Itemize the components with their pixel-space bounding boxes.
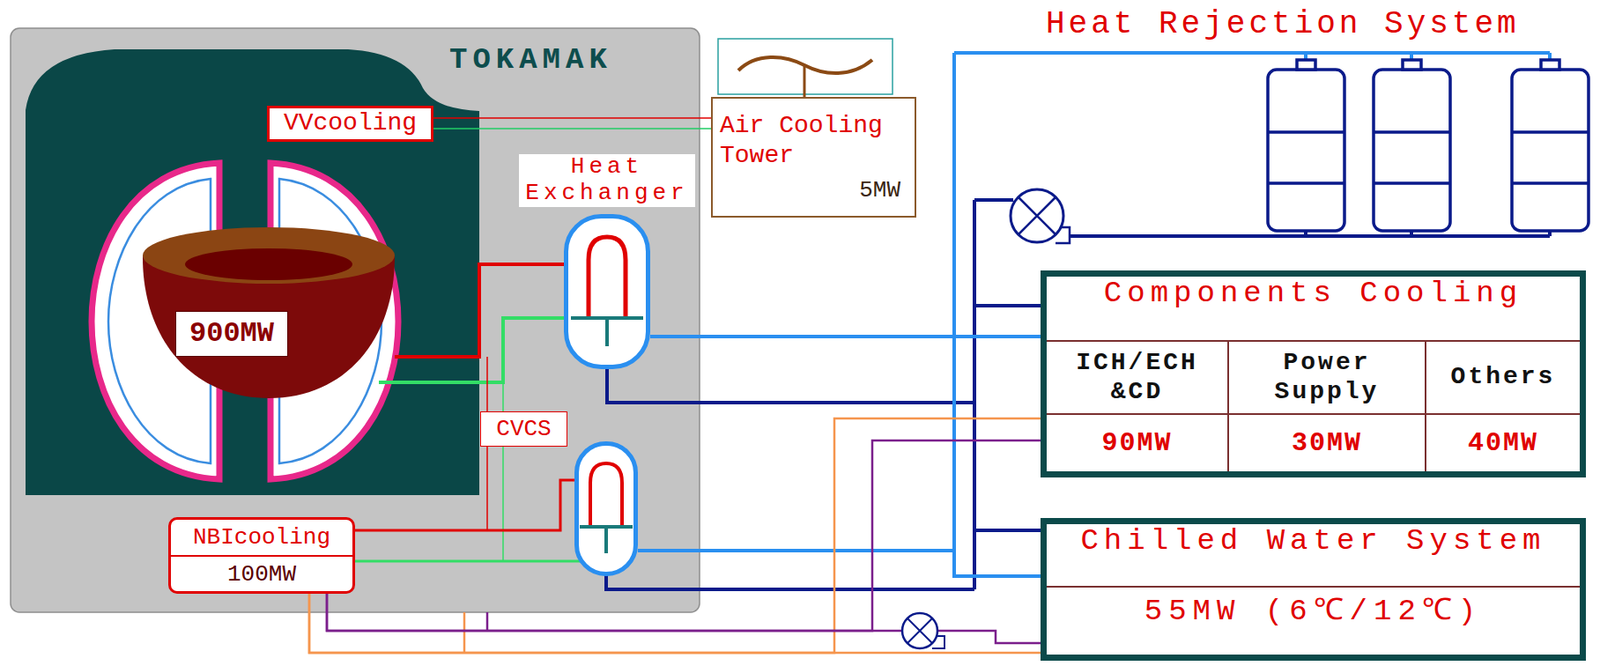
- hx-shell: [566, 216, 649, 368]
- tower-band: [1511, 132, 1589, 184]
- pipe-connector: [650, 336, 1041, 577]
- table-header-cell-text: Power Supply: [1260, 348, 1393, 406]
- table-header-cell-text: ICH/ECH &CD: [1071, 348, 1204, 406]
- primary-pipes: [355, 264, 584, 653]
- air-cooling-tower-box-text: Air Cooling Tower: [719, 111, 907, 171]
- table-header-cell: Power Supply: [1227, 340, 1425, 414]
- tower-cap: [1296, 59, 1316, 70]
- nbi-cold-line: [355, 560, 584, 563]
- chilled-water-box: Chilled Water System55MW (6℃/12℃): [1040, 518, 1586, 661]
- purple-branch: [486, 612, 489, 631]
- tower-cap: [1540, 59, 1560, 70]
- cvcs-box: CVCS: [480, 411, 568, 447]
- tower-band: [1373, 132, 1451, 184]
- pump-cross: [1018, 197, 1056, 235]
- table-header-cell-text: Others: [1437, 362, 1570, 392]
- fan-shaft: [803, 65, 807, 97]
- table-value-cell-text: 30MW: [1291, 428, 1363, 459]
- tower-band: [1267, 132, 1345, 184]
- nbi-hot-line: [355, 480, 584, 531]
- heat-exchanger-2: [577, 444, 637, 575]
- pipe-connector: [433, 127, 712, 130]
- pipe-connector: [433, 117, 712, 119]
- heat-exchanger-shell: [563, 214, 651, 370]
- heat-exchanger-text: Heat Exchanger: [518, 154, 696, 208]
- tower: [1267, 69, 1345, 231]
- heat-exchanger: Heat Exchanger: [563, 214, 651, 370]
- cvcs-cold-line: [502, 382, 504, 562]
- hx2-tubesheet: [579, 526, 633, 554]
- table-value-cell: 40MW: [1424, 413, 1580, 472]
- cvcs-box-text: CVCS: [496, 415, 551, 443]
- hx-tube: [588, 237, 626, 319]
- chilled-water-pump: [902, 613, 945, 649]
- vv-cooling-box-text: VVcooling: [283, 109, 417, 138]
- tokamak-hall-ground: [10, 28, 700, 613]
- tokamak-hall: TOKAMAK VVcooling 900MW Heat ExchangerCVCS N…: [10, 28, 700, 613]
- tokamak-hall-text: TOKAMAK: [449, 42, 613, 78]
- fan: [718, 38, 893, 97]
- hx-tubesheet: [570, 318, 644, 347]
- tower: [1373, 69, 1451, 231]
- orange-branch: [463, 612, 467, 653]
- plasma-hole: [185, 248, 353, 281]
- table-value-cell-text: 90MW: [1101, 428, 1172, 459]
- table-header-cell: Others: [1424, 340, 1580, 414]
- chilled-water-box-text: Chilled Water System: [1046, 524, 1580, 588]
- cooling-towers: [1267, 59, 1589, 231]
- pipe-connector: [309, 418, 1041, 653]
- vv-cooling-box: VVcooling: [266, 105, 434, 142]
- pipe-connector: [309, 593, 1041, 653]
- torus: [91, 162, 399, 480]
- air-cooling-tower-box: Air Cooling Tower 5MW: [711, 96, 917, 218]
- tower-cap: [1402, 59, 1422, 70]
- table-value-cell: 30MW: [1227, 413, 1425, 472]
- table-header-cell: ICH/ECH &CD: [1046, 340, 1228, 414]
- hall-panel: [10, 28, 700, 613]
- reactor-building: [25, 49, 480, 496]
- hx2-shell: [577, 444, 637, 575]
- nbi-cooling-box-text: 100MW: [170, 556, 353, 592]
- table-value-cell: 90MW: [1046, 413, 1228, 472]
- plasma-power-box-text: 900MW: [189, 317, 275, 351]
- hx2-tube: [590, 463, 623, 527]
- table-value-cell-text: 40MW: [1467, 428, 1539, 459]
- pipe-connector: [326, 440, 1041, 631]
- hot-leg: [394, 264, 582, 357]
- components-cooling-table-text: Components Cooling: [1046, 276, 1580, 341]
- plasma-power-box: 900MW: [175, 311, 289, 357]
- plasma-top: [142, 227, 395, 284]
- nbi-cooling-box-text: NBIcooling: [170, 519, 353, 557]
- nbi-cooling-box: NBIcooling100MW: [168, 517, 356, 594]
- air-cooling-tower-box-text: 5MW: [859, 177, 901, 204]
- cold-leg: [378, 318, 582, 383]
- pump-casing: [1010, 189, 1064, 243]
- chilled-water-box-text: 55MW (6℃/12℃): [1046, 587, 1580, 655]
- pump-cross: [907, 618, 933, 644]
- tower: [1511, 69, 1589, 231]
- pump-casing: [902, 613, 938, 649]
- circulation-pump: [1010, 189, 1070, 244]
- components-cooling-table: Components CoolingICH/ECH &CD Power Suppl…: [1040, 270, 1586, 478]
- section-title: Heat Rejection System: [1045, 7, 1520, 43]
